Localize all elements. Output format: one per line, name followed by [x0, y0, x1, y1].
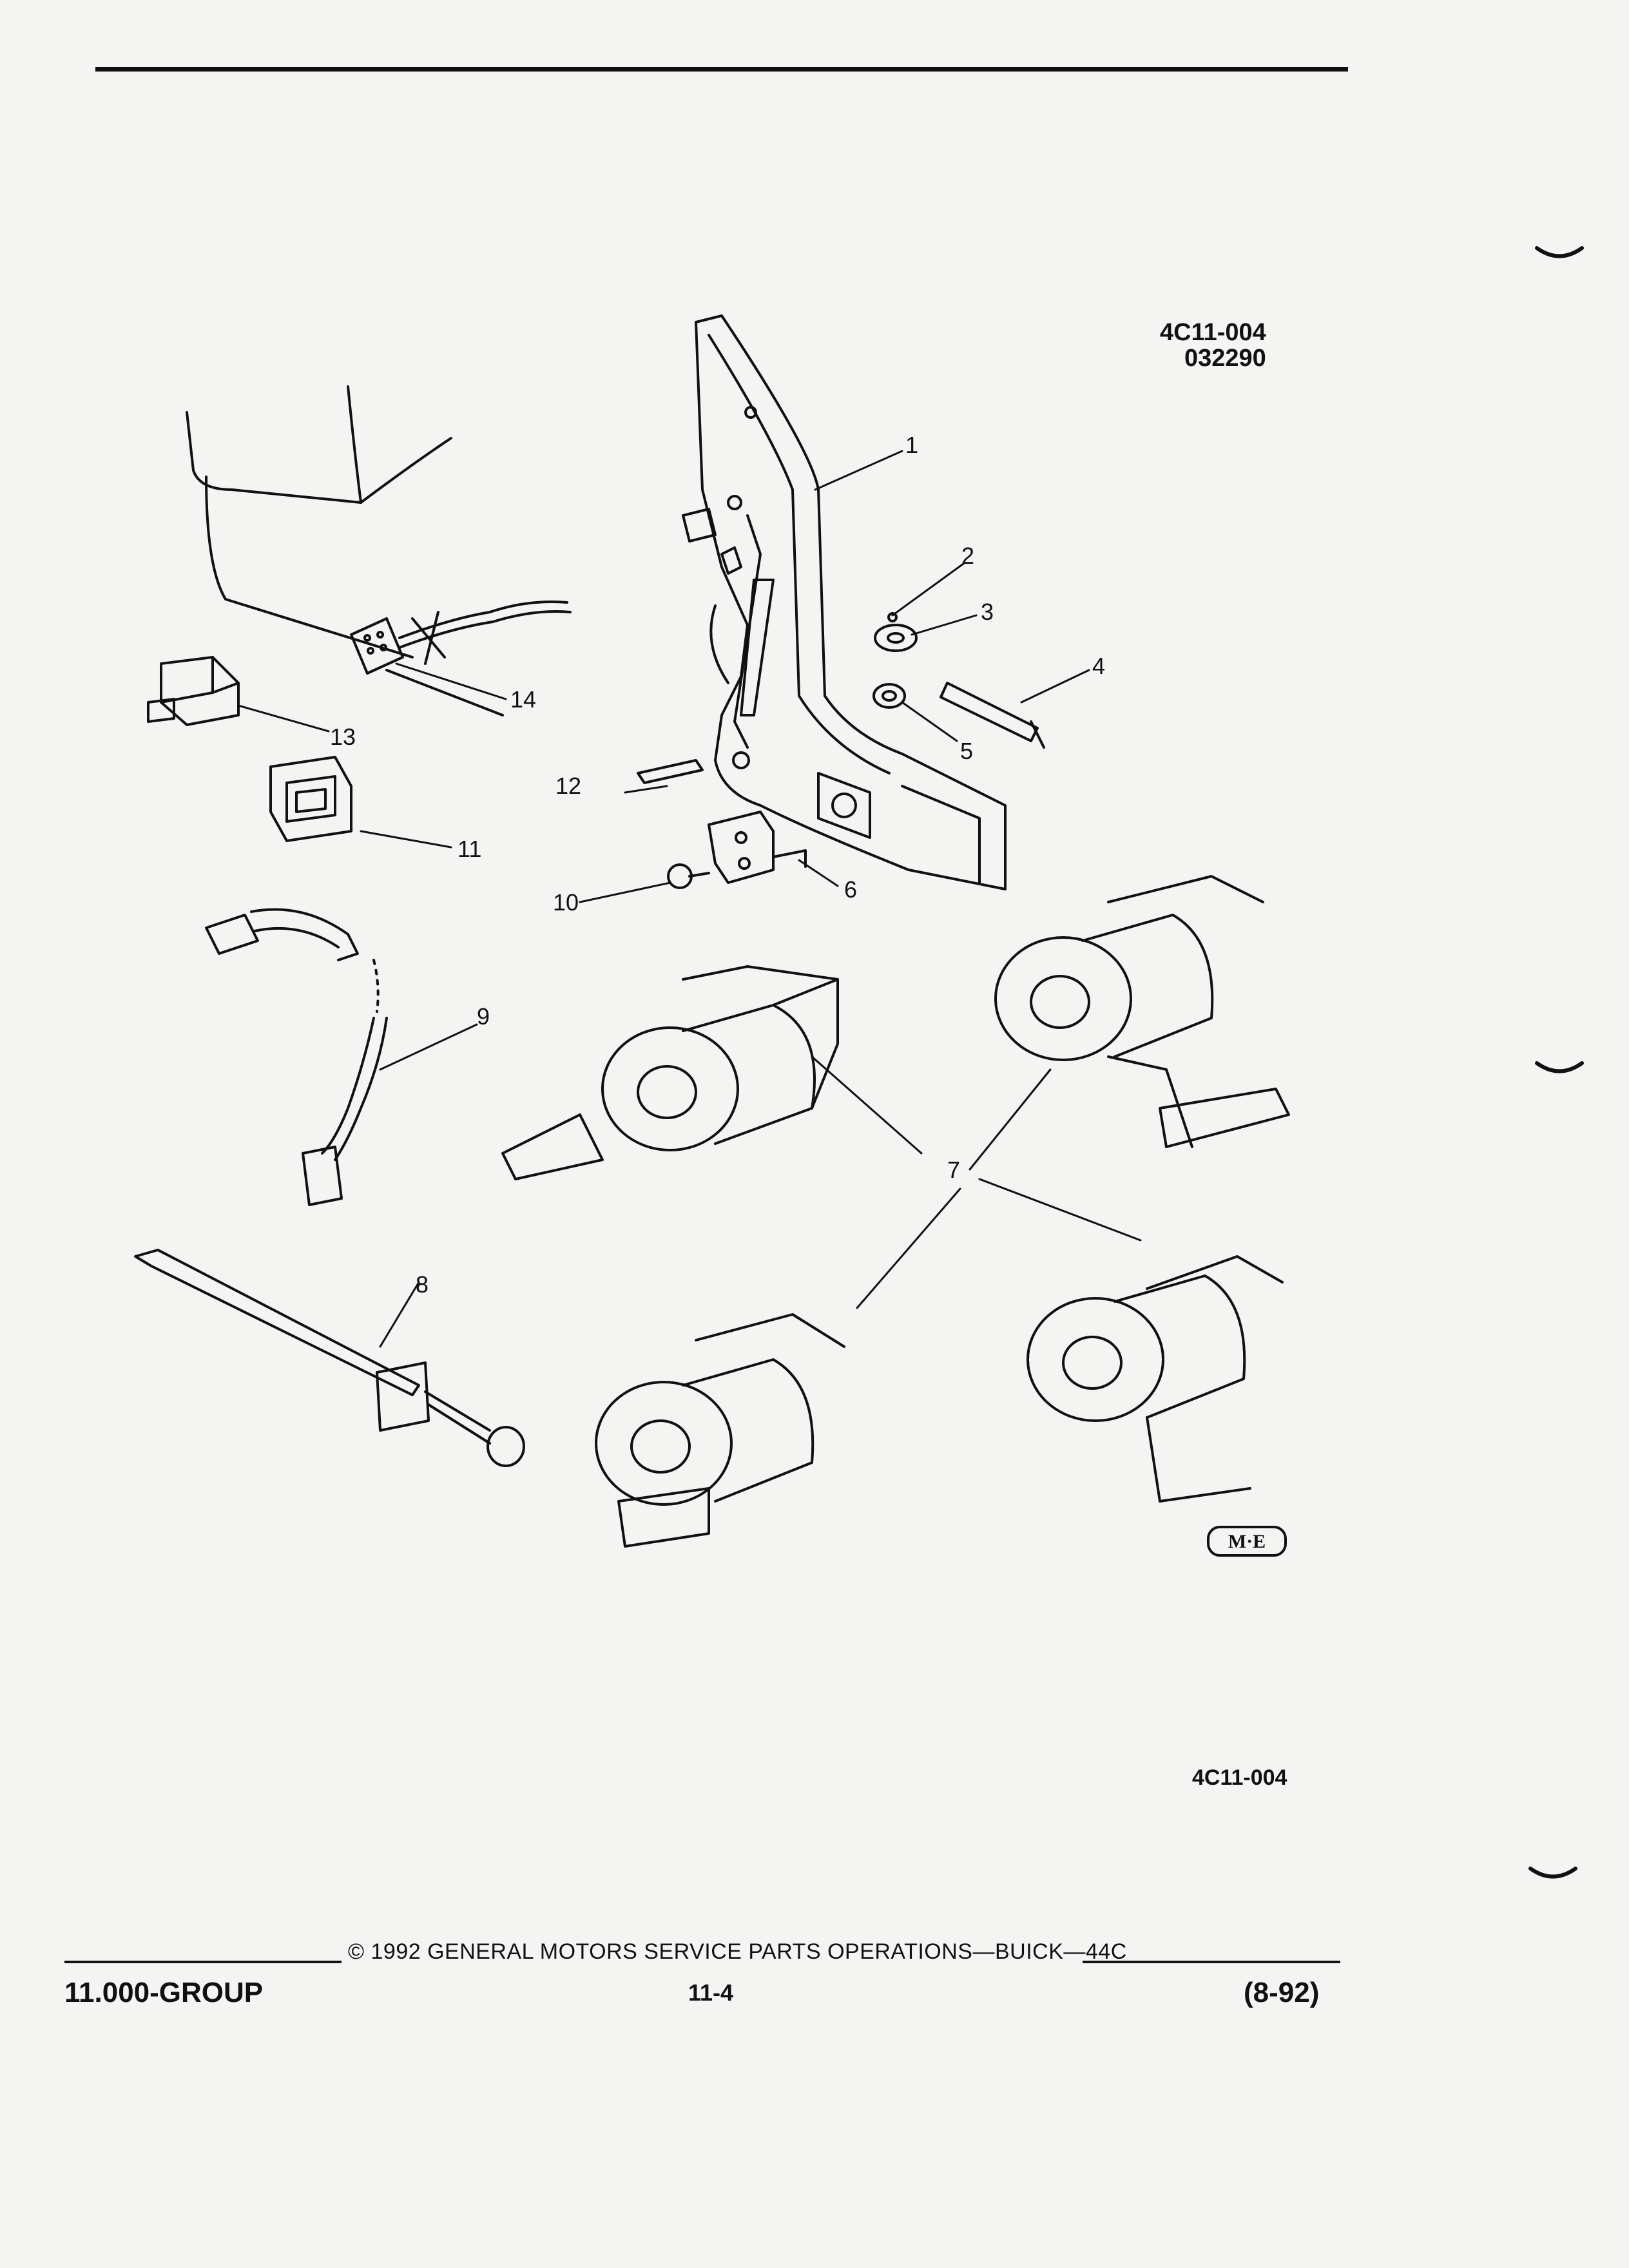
- figure-ref-code: 4C11-004: [1160, 319, 1266, 346]
- drive-cable: [205, 908, 388, 1206]
- me-logo: M·E: [1207, 1526, 1287, 1557]
- seat-adjuster-frame: [682, 314, 1007, 890]
- callout-12: 12: [555, 773, 581, 799]
- figure-reference-top: 4C11-004 032290: [1160, 320, 1266, 371]
- motor-upper-left: [501, 965, 839, 1180]
- mounting-bracket: [637, 759, 807, 889]
- callout-5: 5: [960, 738, 973, 764]
- callout-10: 10: [553, 889, 579, 916]
- callout-6: 6: [844, 876, 857, 903]
- callout-7: 7: [947, 1157, 960, 1183]
- motor-lower-left: [595, 1313, 845, 1548]
- footer-page-number: 11-4: [688, 1979, 734, 2006]
- control-module: [269, 756, 352, 842]
- callout-13: 13: [330, 724, 356, 750]
- callout-9: 9: [477, 1003, 490, 1030]
- margin-marks: [1528, 246, 1584, 1879]
- leader-lines: [237, 450, 1142, 1348]
- callout-11: 11: [458, 836, 481, 862]
- seat-switch: [147, 656, 240, 726]
- small-hardware: [872, 612, 1045, 749]
- me-logo-text: M·E: [1228, 1531, 1266, 1552]
- figure-ref-code-bottom: 4C11-004: [1192, 1765, 1287, 1790]
- callout-labels: 1 2 3 4 5 6 7 8 9 10 11 12 13 14: [330, 432, 1105, 1298]
- footer-rule-right: [1083, 1961, 1340, 1963]
- callout-8: 8: [416, 1271, 429, 1298]
- footer-group: 11.000-GROUP: [64, 1977, 264, 2008]
- adjuster-rod: [134, 1249, 525, 1467]
- top-rule: [95, 67, 1348, 72]
- callout-1: 1: [905, 432, 918, 458]
- callout-2: 2: [961, 543, 974, 569]
- motor-lower-right: [1027, 1255, 1284, 1503]
- seat-outline: [186, 385, 504, 716]
- motor-upper-right: [994, 875, 1290, 1148]
- footer-copyright: © 1992 GENERAL MOTORS SERVICE PARTS OPER…: [348, 1939, 1127, 1964]
- harness-connector: [350, 601, 572, 675]
- callout-14: 14: [510, 686, 536, 713]
- footer-date: (8-92): [1244, 1977, 1320, 2008]
- footer-rule-left: [64, 1961, 342, 1963]
- callout-3: 3: [981, 599, 994, 625]
- figure-ref-date: 032290: [1184, 345, 1266, 372]
- callout-4: 4: [1092, 653, 1105, 679]
